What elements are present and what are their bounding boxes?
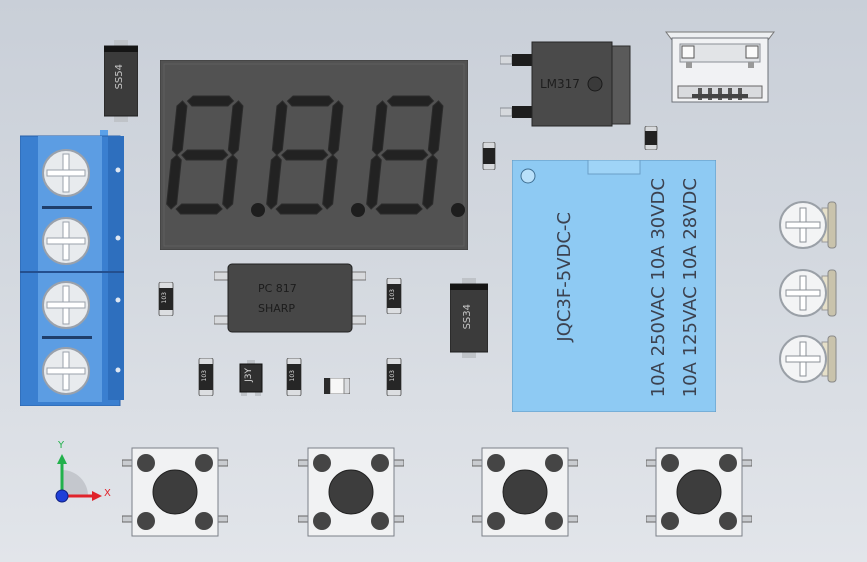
decimal-point-2 [351, 203, 365, 217]
regulator-marking: LM317 [540, 77, 580, 91]
terminal-screw-4[interactable] [41, 346, 91, 400]
resistor-r5-marking: 103 [389, 370, 396, 382]
relay-rating-ac: 10A 250VAC 10A 30VDC [648, 178, 669, 398]
transistor-marking: J3Y [244, 368, 254, 382]
display-digit-3 [366, 95, 444, 215]
transistor-j3y[interactable]: J3Y [238, 360, 264, 396]
resistor-r1[interactable]: 103 [158, 281, 174, 317]
push-button-2[interactable] [297, 446, 405, 538]
segment-a [186, 95, 235, 107]
axis-triad: Y X [44, 440, 124, 510]
screw-terminal-block[interactable] [19, 130, 124, 407]
resistor-r3[interactable]: 103 [198, 357, 214, 397]
relay[interactable]: JQC3F-5VDC-C 10A 250VAC 10A 30VDC 10A 12… [511, 159, 717, 413]
segment-a [386, 95, 435, 107]
push-button-1[interactable] [121, 446, 229, 538]
segment-d [175, 203, 223, 215]
terminal-screw-2[interactable] [41, 216, 91, 270]
diode-ss54-marking: SS54 [114, 64, 125, 90]
segment-g [281, 149, 329, 161]
segment-a [286, 95, 335, 107]
segment-c [422, 154, 438, 210]
segment-d [275, 203, 323, 215]
segment-d [375, 203, 423, 215]
optocoupler-pc817[interactable]: PC 817 SHARP [213, 262, 367, 334]
diode-ss34[interactable]: SS34 [449, 278, 489, 358]
terminal-screw-1[interactable] [41, 148, 91, 202]
axis-x-label: X [104, 488, 111, 499]
optocoupler-line2: SHARP [258, 302, 296, 315]
diode-ss54[interactable]: SS54 [103, 40, 139, 122]
optocoupler-line1: PC 817 [258, 282, 297, 295]
terminal-screw-3[interactable] [41, 280, 91, 334]
relay-model-label: JQC3F-5VDC-C [554, 212, 575, 342]
micro-usb-connector[interactable] [662, 28, 778, 108]
decimal-point-1 [251, 203, 265, 217]
smd-capacitor-2[interactable] [644, 125, 658, 151]
segment-e [166, 154, 182, 210]
resistor-r2-marking: 103 [389, 289, 396, 301]
voltage-regulator-lm317[interactable]: LM317 [499, 36, 632, 132]
resistor-r2[interactable]: 103 [386, 277, 402, 315]
seven-segment-display[interactable] [159, 59, 469, 251]
relay-rating-dc: 10A 125VAC 10A 28VDC [680, 178, 701, 398]
display-digit-1 [166, 95, 244, 215]
mounting-screw-2[interactable] [778, 268, 840, 318]
segment-e [266, 154, 282, 210]
axis-y-label: Y [58, 440, 65, 451]
resistor-r5[interactable]: 103 [386, 357, 402, 397]
segment-c [222, 154, 238, 210]
segment-e [366, 154, 382, 210]
push-button-4[interactable] [645, 446, 753, 538]
mounting-screw-1[interactable] [778, 200, 840, 250]
segment-c [322, 154, 338, 210]
smd-led[interactable] [323, 377, 351, 395]
display-digit-2 [266, 95, 344, 215]
resistor-r1-marking: 103 [161, 292, 168, 304]
resistor-r4[interactable]: 103 [286, 357, 302, 397]
smd-capacitor-1[interactable] [482, 141, 496, 171]
resistor-r4-marking: 103 [289, 370, 296, 382]
resistor-r3-marking: 103 [201, 370, 208, 382]
segment-g [181, 149, 229, 161]
diode-ss34-marking: SS34 [462, 304, 473, 330]
segment-g [381, 149, 429, 161]
push-button-3[interactable] [471, 446, 579, 538]
decimal-point-3 [451, 203, 465, 217]
mounting-screw-3[interactable] [778, 334, 840, 384]
